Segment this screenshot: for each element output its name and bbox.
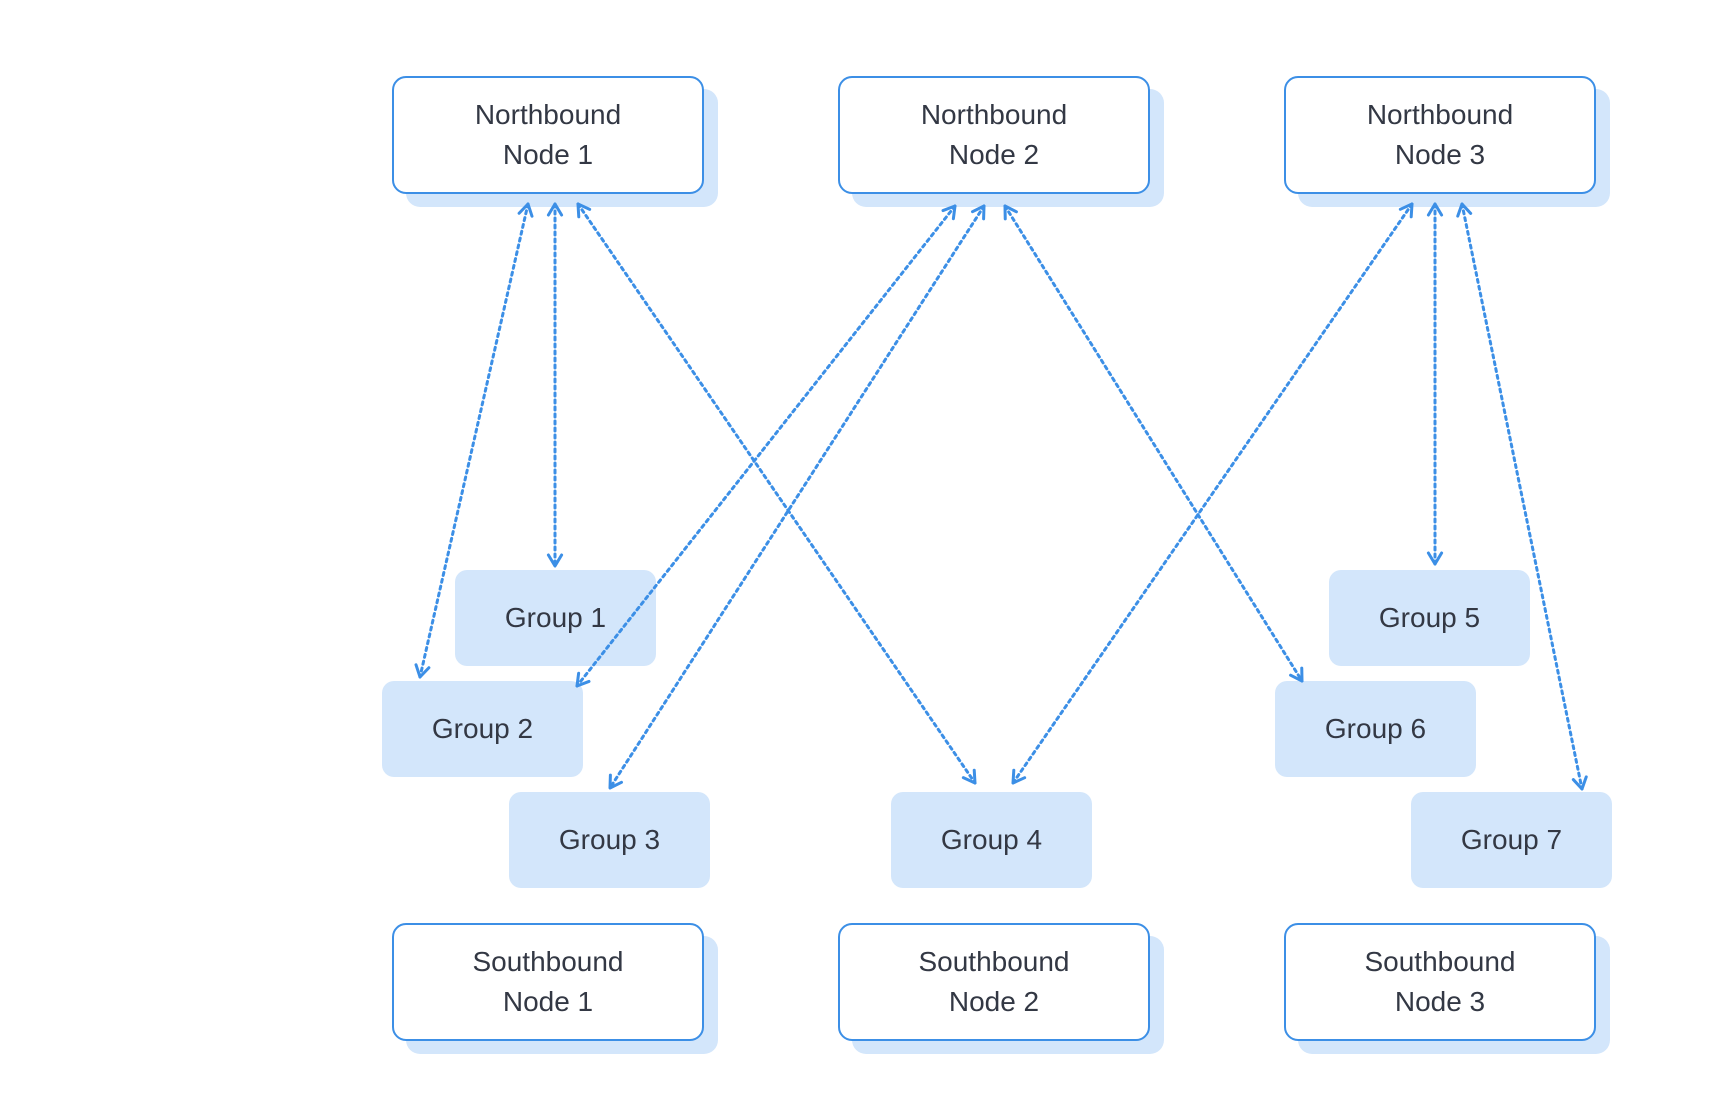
node-box: Northbound Node 3 (1284, 76, 1596, 194)
node-label-line1: Southbound (1364, 946, 1516, 977)
arrowhead-icon (971, 204, 986, 221)
arrowhead-icon (961, 768, 977, 785)
arrowhead-icon (941, 204, 957, 221)
arrowhead-icon (414, 663, 431, 679)
arrowhead-icon (1289, 666, 1304, 683)
node-box: Southbound Node 3 (1284, 923, 1596, 1041)
node-label-line2: Node 2 (948, 986, 1040, 1017)
link-nb2-group3 (608, 204, 986, 790)
node-label-line2: Node 1 (502, 986, 594, 1017)
arrowhead-icon (1571, 775, 1588, 791)
node-label-line2: Node 3 (1394, 139, 1486, 170)
node-label-line2: Node 2 (948, 139, 1040, 170)
arrowhead-icon (1011, 768, 1027, 785)
group-4: Group 4 (891, 792, 1092, 888)
node-box: Southbound Node 2 (838, 923, 1150, 1041)
node-label-line1: Northbound (1366, 99, 1514, 130)
northbound-node-3: Northbound Node 3 (1284, 76, 1610, 207)
group-5: Group 5 (1329, 570, 1530, 666)
link-nb3-group7 (1460, 202, 1584, 791)
arrowhead-icon (1426, 551, 1444, 566)
arrowhead-icon (1003, 204, 1018, 221)
node-label-line1: Northbound (474, 99, 622, 130)
arrowhead-icon (608, 773, 623, 790)
northbound-node-1: Northbound Node 1 (392, 76, 718, 207)
link-nb2-group6 (1003, 204, 1304, 683)
southbound-node-1: Southbound Node 1 (392, 923, 718, 1054)
node-box: Northbound Node 2 (838, 76, 1150, 194)
node-box: Southbound Node 1 (392, 923, 704, 1041)
node-label-line1: Southbound (472, 946, 624, 977)
group-2: Group 2 (382, 681, 583, 777)
group-7: Group 7 (1411, 792, 1612, 888)
arrowhead-icon (546, 553, 564, 568)
node-label-line2: Node 3 (1394, 986, 1486, 1017)
node-label-line1: Southbound (918, 946, 1070, 977)
group-6: Group 6 (1275, 681, 1476, 777)
southbound-node-2: Southbound Node 2 (838, 923, 1164, 1054)
southbound-node-3: Southbound Node 3 (1284, 923, 1610, 1054)
node-label-line1: Northbound (920, 99, 1068, 130)
node-box: Northbound Node 1 (392, 76, 704, 194)
link-nb1-group4 (576, 202, 977, 785)
node-label-line2: Node 1 (502, 139, 594, 170)
group-3: Group 3 (509, 792, 710, 888)
group-1: Group 1 (455, 570, 656, 666)
northbound-node-2: Northbound Node 2 (838, 76, 1164, 207)
